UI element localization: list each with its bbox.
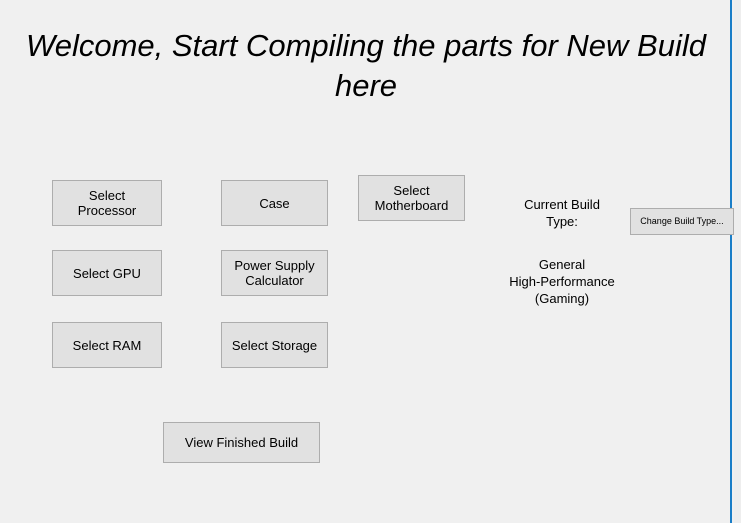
change-build-type-button[interactable]: Change Build Type... — [630, 208, 734, 235]
select-processor-button[interactable]: Select Processor — [52, 180, 162, 226]
case-button[interactable]: Case — [221, 180, 328, 226]
select-storage-button[interactable]: Select Storage — [221, 322, 328, 368]
select-motherboard-button[interactable]: Select Motherboard — [358, 175, 465, 221]
page-title: Welcome, Start Compiling the parts for N… — [26, 28, 706, 103]
select-ram-button[interactable]: Select RAM — [52, 322, 162, 368]
view-finished-build-button[interactable]: View Finished Build — [163, 422, 320, 463]
current-build-type-value: General High-Performance (Gaming) — [509, 257, 615, 306]
desktop-background-strip — [734, 0, 741, 523]
current-build-type-label: Current Build Type: — [524, 197, 600, 229]
power-supply-calculator-button[interactable]: Power Supply Calculator — [221, 250, 328, 296]
select-gpu-button[interactable]: Select GPU — [52, 250, 162, 296]
